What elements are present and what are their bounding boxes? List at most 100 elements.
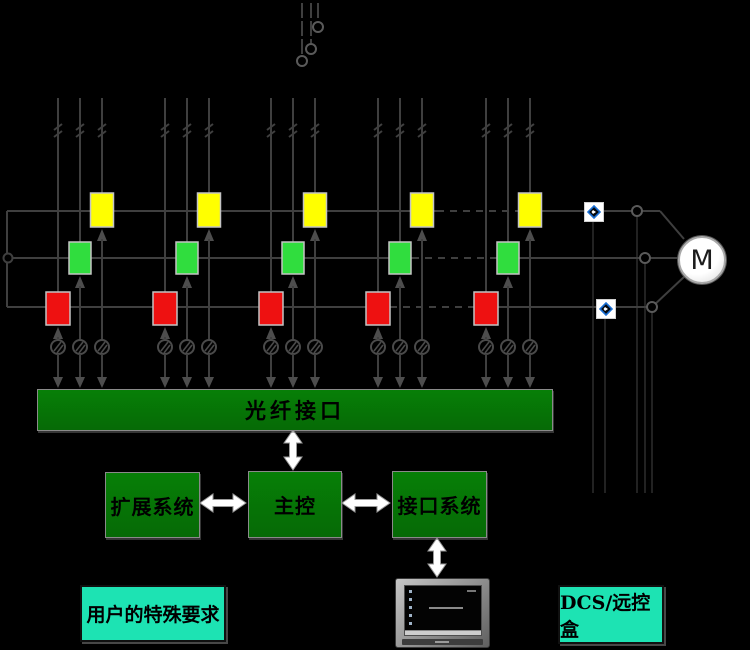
feedback-arrow-up (288, 276, 298, 288)
feedback-arrow-up (373, 327, 383, 339)
line-break-mark (310, 130, 320, 138)
sensor-diamond-icon (587, 205, 601, 219)
fiber-interface-label: 光纤接口 (245, 398, 345, 423)
module-yellow (517, 192, 543, 228)
module-red (152, 291, 178, 326)
isolator-hatch (160, 341, 169, 352)
feedback-arrow-up (310, 229, 320, 241)
feedback-arrow-up (53, 327, 63, 339)
module-green (68, 241, 92, 275)
motor-junction-dot (646, 301, 658, 313)
module-yellow (302, 192, 328, 228)
motor-feed-red (651, 275, 686, 308)
feedback-arrow-up (204, 229, 214, 241)
line-break-mark (503, 130, 513, 138)
line-break-mark (182, 123, 192, 131)
feedback-arrow-up (160, 327, 170, 339)
monitor-base (402, 639, 483, 645)
line-break-mark (503, 123, 513, 131)
line-break-mark (53, 123, 63, 131)
feedback-arrow-up (525, 229, 535, 241)
isolator-hatch (185, 344, 193, 354)
isolator-hatch (376, 344, 384, 354)
fiber-arrow-down (266, 377, 276, 388)
interface-system-box: 接口系统 (392, 471, 487, 538)
module-red (365, 291, 391, 326)
isolator-hatch (528, 344, 536, 354)
fiber-arrow-down (310, 377, 320, 388)
fiber-arrow-down (75, 377, 85, 388)
user-requirements-box: 用户的特殊要求 (80, 585, 226, 642)
line-break-mark (160, 130, 170, 138)
line-break-mark (481, 130, 491, 138)
isolator-hatch (56, 344, 64, 354)
module-red (473, 291, 499, 326)
line-break-mark (182, 130, 192, 138)
line-break-mark (53, 130, 63, 138)
line-break-mark (160, 123, 170, 131)
isolator-hatch (291, 344, 299, 354)
line-break-mark (481, 123, 491, 131)
isolator-hatch (163, 344, 171, 354)
isolator-hatch (78, 344, 86, 354)
isolator-hatch (506, 344, 514, 354)
monitor-taskbar (405, 630, 481, 635)
fiber-arrow-down (288, 377, 298, 388)
link-interface-monitor (427, 537, 447, 578)
line-break-mark (97, 123, 107, 131)
feedback-arrow-up (75, 276, 85, 288)
link-fiber-maincontrol (283, 429, 303, 471)
isolator-hatch (398, 344, 406, 354)
isolator-hatch (313, 344, 321, 354)
fiber-arrow-down (97, 377, 107, 388)
isolator-hatch (97, 341, 106, 352)
dcs-remote-box: DCS/远控盒 (558, 585, 664, 644)
motor-feed-yellow (659, 210, 685, 240)
fiber-arrow-down (395, 377, 405, 388)
isolator-hatch (417, 341, 426, 352)
motor-symbol: M (678, 236, 726, 284)
line-break-mark (395, 130, 405, 138)
line-break-mark (288, 130, 298, 138)
isolator-hatch (373, 341, 382, 352)
line-break-mark (417, 130, 427, 138)
line-break-mark (373, 130, 383, 138)
current-sensor-icon (584, 202, 604, 222)
line-break-mark (395, 123, 405, 131)
line-break-mark (288, 123, 298, 131)
fiber-arrow-down (204, 377, 214, 388)
line-break-mark (204, 123, 214, 131)
fiber-arrow-down (373, 377, 383, 388)
feedback-arrow-up (182, 276, 192, 288)
isolator-hatch (484, 344, 492, 354)
fiber-arrow-down (182, 377, 192, 388)
line-break-mark (266, 123, 276, 131)
isolator-hatch (182, 341, 191, 352)
line-break-mark (525, 130, 535, 138)
isolator-hatch (525, 341, 534, 352)
feedback-arrow-up (395, 276, 405, 288)
isolator-hatch (204, 341, 213, 352)
module-green (175, 241, 199, 275)
fiber-arrow-down (481, 377, 491, 388)
feedback-arrow-up (266, 327, 276, 339)
monitor-screen (404, 585, 482, 636)
module-red (258, 291, 284, 326)
fiber-arrow-down (53, 377, 63, 388)
motor-label: M (690, 244, 714, 276)
fiber-arrow-down (417, 377, 427, 388)
fiber-arrow-down (503, 377, 513, 388)
module-yellow (89, 192, 115, 228)
isolator-hatch (503, 341, 512, 352)
link-expansion-maincontrol (199, 493, 247, 513)
module-yellow (196, 192, 222, 228)
module-green (281, 241, 305, 275)
isolator-hatch (75, 341, 84, 352)
isolator-hatch (269, 344, 277, 354)
isolator-hatch (288, 341, 297, 352)
feedback-arrow-up (417, 229, 427, 241)
module-green (496, 241, 520, 275)
line-break-mark (310, 123, 320, 131)
